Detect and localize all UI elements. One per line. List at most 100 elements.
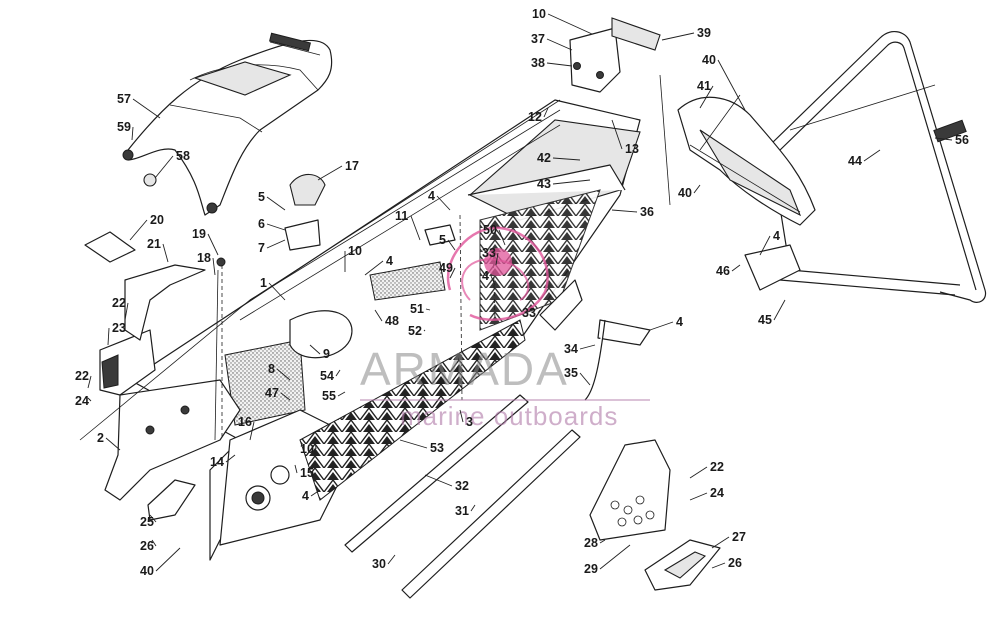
leader-line <box>249 421 255 441</box>
callout-label: 38 <box>531 56 545 70</box>
callout-label: 37 <box>531 32 545 46</box>
leader-line <box>579 372 591 386</box>
hitch-46 <box>744 244 801 291</box>
callout-label: 15 <box>300 466 314 480</box>
leader-line <box>599 544 631 570</box>
right-side-panel <box>589 439 721 591</box>
bracket-17 <box>289 173 326 206</box>
callout-label: 35 <box>564 366 578 380</box>
leader-line <box>759 235 771 256</box>
callout-label: 48 <box>385 314 399 328</box>
callout-label: 2 <box>97 431 104 445</box>
callout-label: 29 <box>584 562 598 576</box>
leader-line <box>309 344 321 355</box>
leader-line <box>151 539 157 547</box>
leader-line <box>661 32 695 41</box>
leader-line <box>546 38 573 51</box>
callout-label: 44 <box>848 154 862 168</box>
leader-line <box>317 165 343 181</box>
callout-label: 52 <box>408 324 422 338</box>
watermark-brand: ARMADA <box>360 343 569 395</box>
leader-line <box>364 260 384 276</box>
leader-line <box>280 392 291 401</box>
leader-line <box>207 233 219 256</box>
callout-label: 31 <box>455 504 469 518</box>
leader-line <box>268 282 286 301</box>
leader-line <box>731 264 741 272</box>
callout-label: 51 <box>410 302 424 316</box>
tunnel-main-part <box>129 99 641 561</box>
leader-line <box>436 195 451 211</box>
callout-label: 40 <box>140 564 154 578</box>
callout-label: 4 <box>773 229 780 243</box>
callout-label: 40 <box>702 53 716 67</box>
snow-flap-part <box>677 96 816 226</box>
callout-label: 25 <box>140 515 154 529</box>
leader-lines <box>87 13 953 572</box>
callout-label: 10 <box>300 442 314 456</box>
leader-line <box>266 239 286 249</box>
callout-label: 27 <box>732 530 746 544</box>
plate-25 <box>147 479 196 521</box>
leader-line <box>225 454 236 463</box>
callout-label: 10 <box>348 244 362 258</box>
leader-line <box>447 239 456 251</box>
leader-line <box>105 437 121 451</box>
leader-line <box>495 252 499 266</box>
callout-label: 22 <box>710 460 724 474</box>
leader-line <box>611 209 638 213</box>
callout-label: 12 <box>528 110 542 124</box>
callout-label: 24 <box>75 394 89 408</box>
leader-line <box>711 562 726 569</box>
leader-line <box>689 492 708 501</box>
leader-line <box>711 536 730 549</box>
callout-label: 47 <box>265 386 279 400</box>
callout-label: 34 <box>564 342 578 356</box>
leader-line <box>552 179 591 185</box>
leader-line <box>335 369 341 377</box>
leader-line <box>131 126 134 141</box>
leader-line <box>470 504 476 512</box>
leader-line <box>310 489 321 497</box>
callout-label: 9 <box>323 347 330 361</box>
leader-line <box>547 13 593 35</box>
callout-label: 13 <box>625 142 639 156</box>
callout-label: 45 <box>758 313 772 327</box>
callout-label: 4 <box>302 489 309 503</box>
callout-label: 4 <box>386 254 393 268</box>
callout-label: 3 <box>466 415 473 429</box>
callout-label: 1 <box>260 276 267 290</box>
leader-line <box>399 439 428 449</box>
callout-label: 26 <box>728 556 742 570</box>
callout-label: 10 <box>532 7 546 21</box>
callout-label: 5 <box>258 190 265 204</box>
leader-line <box>611 119 623 150</box>
callout-label: 39 <box>697 26 711 40</box>
callout-label: 58 <box>176 149 190 163</box>
callout-label: 4 <box>482 269 489 283</box>
callout-label: 49 <box>439 261 453 275</box>
callout-label: 18 <box>197 251 211 265</box>
leader-line <box>87 397 92 402</box>
callout-label: 22 <box>75 369 89 383</box>
leader-line <box>543 107 549 118</box>
leader-line <box>276 368 291 381</box>
rails-part <box>344 394 581 599</box>
leader-line <box>546 62 573 67</box>
callout-label: 26 <box>140 539 154 553</box>
callout-label: 11 <box>395 209 408 223</box>
callout-label: 4 <box>676 315 683 329</box>
leader-line <box>155 547 181 572</box>
clip-4b <box>597 319 651 346</box>
watermark: ARMADA marine outboards <box>360 226 650 431</box>
leader-line <box>537 309 541 314</box>
leader-line <box>266 223 286 231</box>
callout-label: 57 <box>117 92 131 106</box>
callout-label: 42 <box>537 151 551 165</box>
front-side-bracket <box>99 264 241 501</box>
leader-line <box>124 302 129 321</box>
leader-line <box>154 155 174 179</box>
grab-bar-part <box>769 31 987 303</box>
callout-label: 55 <box>322 389 336 403</box>
